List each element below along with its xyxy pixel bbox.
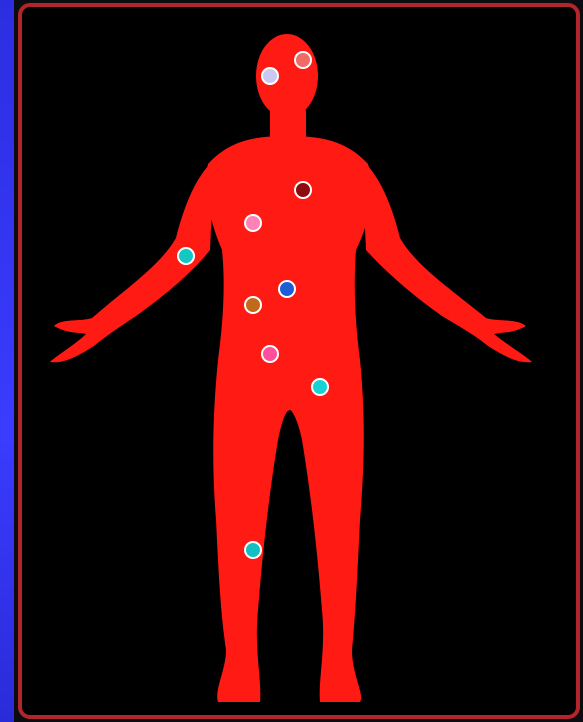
marker-head-left[interactable] [262, 68, 278, 84]
marker-abdomen-center[interactable] [279, 281, 295, 297]
marker-pelvis[interactable] [262, 346, 278, 362]
marker-head-right[interactable] [295, 52, 311, 68]
marker-shin-left[interactable] [245, 542, 261, 558]
marker-arm-left[interactable] [178, 248, 194, 264]
marker-chest-left[interactable] [245, 215, 261, 231]
marker-abdomen-left[interactable] [245, 297, 261, 313]
marker-chest-right[interactable] [295, 182, 311, 198]
marker-thigh-right[interactable] [312, 379, 328, 395]
human-body-silhouette-icon [50, 34, 532, 702]
